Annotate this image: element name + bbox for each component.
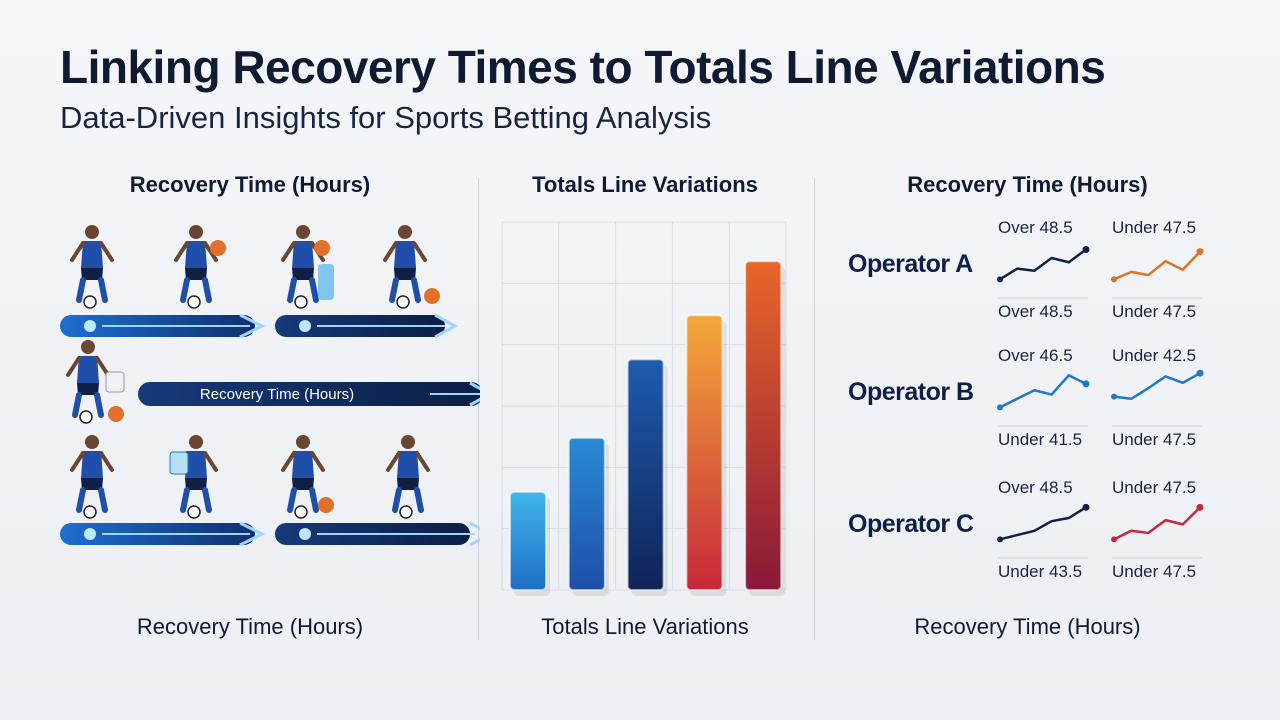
sparkline (999, 374, 1087, 409)
sparkline-bottom-label: Under 47.5 (1112, 302, 1197, 321)
basketball-icon (318, 497, 334, 513)
sparkline-bottom-label: Under 47.5 (1112, 562, 1197, 581)
left-heading: Recovery Time (Hours) (129, 172, 371, 197)
middle-footer: Totals Line Variations (541, 614, 749, 639)
sparkline-start-dot (1111, 276, 1117, 283)
sparkline (999, 248, 1087, 281)
arrow-row-1 (60, 313, 459, 339)
sparkline-end-dot (1196, 503, 1204, 511)
sparkline-bottom-label: Over 48.5 (998, 302, 1073, 321)
sparkline-end-dot (1082, 245, 1090, 253)
middle-heading: Totals Line Variations (532, 172, 758, 197)
water-bottle-icon (318, 264, 334, 300)
sparkline-start-dot (997, 404, 1003, 411)
sparkline-end-dot (1196, 248, 1204, 256)
divider-left (478, 178, 479, 640)
operator-label: Operator A (848, 250, 973, 278)
sparkline (999, 506, 1087, 541)
athlete-row-2 (68, 340, 125, 423)
sparkline-start-dot (997, 536, 1003, 543)
sparkline-top-label: Under 47.5 (1112, 478, 1197, 497)
basketball-icon (108, 406, 124, 422)
sparkline (1113, 506, 1201, 541)
bar-2 (567, 436, 606, 592)
sparkline-end-dot (1196, 369, 1204, 377)
sparkline-start-dot (1111, 393, 1117, 400)
page-subtitle: Data-Driven Insights for Sports Betting … (60, 100, 712, 135)
basketball-icon (424, 288, 440, 304)
bar-5 (744, 260, 783, 591)
basketball-icon (314, 240, 330, 256)
sparkline-top-label: Over 48.5 (998, 478, 1073, 497)
sparkline-top-label: Over 46.5 (998, 346, 1073, 365)
sparkline (1113, 372, 1201, 401)
sparkline-end-dot (1082, 503, 1090, 511)
right-heading: Recovery Time (Hours) (907, 172, 1148, 197)
sparkline (1113, 250, 1201, 281)
sparkline-start-dot (997, 276, 1003, 283)
basketball-icon (210, 240, 226, 256)
arrow-row-3 (60, 521, 480, 547)
bar-1 (509, 490, 547, 591)
recovery-illustration: Recovery Time (Hours) (60, 0, 480, 547)
sparkline-bottom-label: Under 47.5 (1112, 430, 1197, 449)
sparkline-top-label: Under 47.5 (1112, 218, 1197, 237)
sparkline-bottom-label: Under 43.5 (998, 562, 1083, 581)
sparkline-top-label: Over 48.5 (998, 218, 1073, 237)
page-title: Linking Recovery Times to Totals Line Va… (60, 41, 1106, 93)
left-footer: Recovery Time (Hours) (136, 614, 364, 639)
kit-bag-icon (105, 371, 125, 393)
operator-label: Operator B (848, 378, 974, 406)
ice-pack-icon (169, 451, 189, 475)
athlete-row-1 (72, 225, 440, 308)
arrow-label: Recovery Time (Hours) (200, 386, 354, 403)
sparkline-bottom-label: Under 41.5 (998, 430, 1083, 449)
right-footer: Recovery Time (Hours) (914, 614, 1141, 639)
athlete-row-3 (72, 435, 428, 518)
sparkline-start-dot (1111, 536, 1117, 543)
divider-right (814, 178, 815, 640)
sparkline-top-label: Under 42.5 (1112, 346, 1197, 365)
bar-4 (685, 314, 724, 591)
operator-label: Operator C (848, 510, 974, 538)
sparkline-end-dot (1082, 380, 1090, 388)
arrow-row-2 (138, 381, 480, 407)
bar-3 (626, 358, 665, 591)
